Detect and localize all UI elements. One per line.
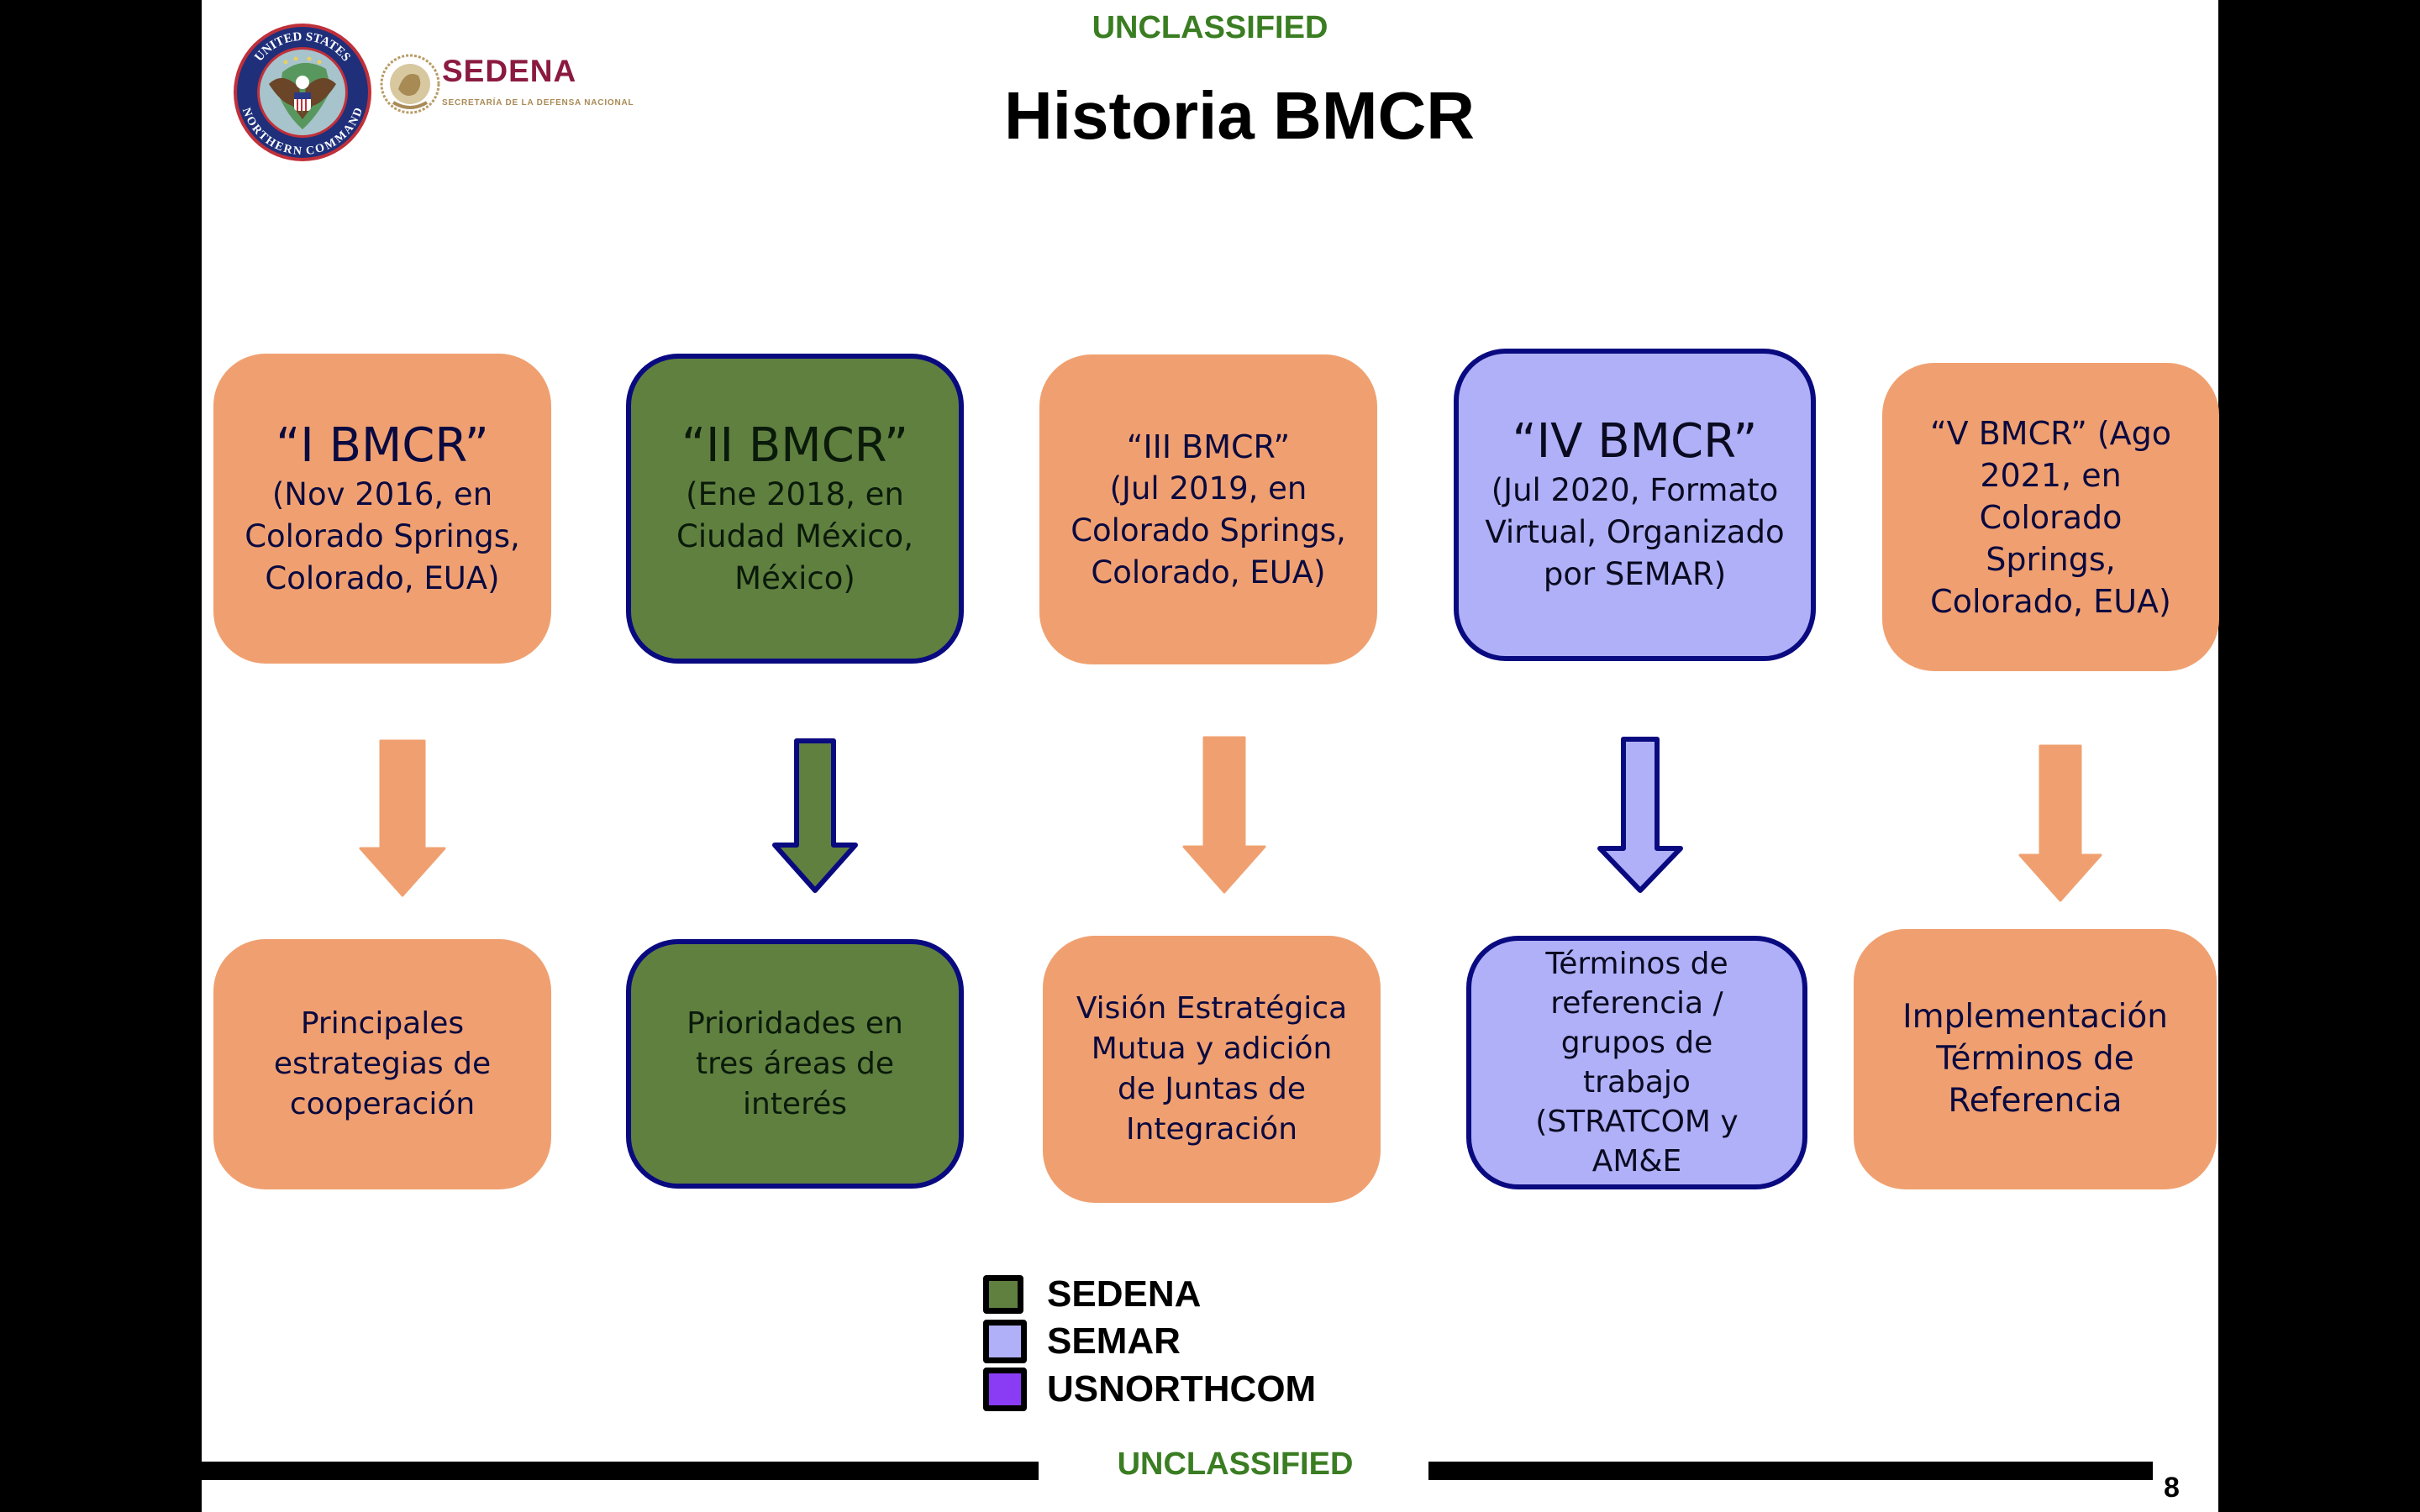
classification-banner-top: UNCLASSIFIED xyxy=(1092,10,1328,45)
outcome-box-3: Visión Estratégica Mutua y adición de Ju… xyxy=(1043,936,1381,1203)
outcome-text: Prioridades en tres áreas de interés xyxy=(687,1005,903,1121)
legend-swatch xyxy=(983,1320,1027,1363)
down-arrow-5 xyxy=(2018,744,2102,902)
meeting-detail: (Jul 2019, en Colorado Springs, Colorado… xyxy=(1071,470,1346,591)
meeting-detail: (Nov 2016, en Colorado Springs, Colorado… xyxy=(245,475,520,596)
meeting-box-5: “V BMCR” (Ago 2021, en Colorado Springs,… xyxy=(1882,363,2219,671)
outcome-text: Visión Estratégica Mutua y adición de Ju… xyxy=(1076,991,1348,1147)
footer-bar-right xyxy=(1428,1462,2153,1480)
down-arrow-4 xyxy=(1597,737,1683,893)
meeting-header: “IV BMCR” xyxy=(1512,414,1758,469)
page-number: 8 xyxy=(2164,1472,2180,1504)
outcome-box-1: Principales estrategias de cooperación xyxy=(213,939,551,1189)
legend-item-semar: SEMAR xyxy=(983,1320,1181,1363)
slide: UNCLASSIFIED UNITED STATES NORTHERN COMM… xyxy=(202,0,2219,1512)
footer-bar-left xyxy=(202,1462,1039,1480)
meeting-header: “III BMCR” xyxy=(1126,428,1291,465)
mexican-coat-of-arms-icon xyxy=(380,54,440,114)
outcome-text: Implementación Términos de Referencia xyxy=(1902,998,2168,1120)
page-title: Historia BMCR xyxy=(1003,78,1476,153)
sedena-logo-text: SEDENA xyxy=(442,54,577,88)
legend-item-usnorthcom: USNORTHCOM xyxy=(983,1368,1316,1411)
meeting-detail: (Jul 2020, Formato Virtual, Organizado p… xyxy=(1485,472,1785,592)
down-arrow-1 xyxy=(359,739,446,897)
down-arrow-2 xyxy=(772,738,858,893)
classification-banner-bottom: UNCLASSIFIED xyxy=(1117,1446,1354,1482)
outcome-box-2: Prioridades en tres áreas de interés xyxy=(626,939,964,1189)
meeting-box-3: “III BMCR” (Jul 2019, en Colorado Spring… xyxy=(1039,354,1377,664)
meeting-header: “II BMCR” xyxy=(681,417,909,473)
outcome-box-5: Implementación Términos de Referencia xyxy=(1854,929,2217,1189)
down-arrow-3 xyxy=(1182,736,1266,894)
outcome-text: Términos de referencia / grupos de traba… xyxy=(1535,947,1739,1179)
northern-command-seal-icon: UNITED STATES NORTHERN COMMAND xyxy=(234,24,371,161)
legend-label: USNORTHCOM xyxy=(1047,1368,1317,1410)
legend-label: SEMAR xyxy=(1047,1320,1181,1362)
legend-swatch xyxy=(983,1368,1027,1411)
meeting-header: “V BMCR” (Ago 2021, en Colorado Springs,… xyxy=(1929,414,2172,620)
legend-swatch xyxy=(983,1275,1023,1314)
meeting-box-4: “IV BMCR” (Jul 2020, Formato Virtual, Or… xyxy=(1454,349,1816,661)
meeting-detail: (Ene 2018, en Ciudad México, México) xyxy=(676,475,913,596)
meeting-header: “I BMCR” xyxy=(276,417,489,473)
meeting-box-1: “I BMCR” (Nov 2016, en Colorado Springs,… xyxy=(213,354,551,664)
legend-item-sedena: SEDENA xyxy=(983,1273,1201,1315)
outcome-box-4: Términos de referencia / grupos de traba… xyxy=(1466,936,1807,1189)
meeting-box-2: “II BMCR” (Ene 2018, en Ciudad México, M… xyxy=(626,354,964,664)
outcome-text: Principales estrategias de cooperación xyxy=(273,1006,492,1121)
legend-label: SEDENA xyxy=(1047,1273,1202,1315)
sedena-logo-subtitle: SECRETARÍA DE LA DEFENSA NACIONAL xyxy=(442,98,634,108)
